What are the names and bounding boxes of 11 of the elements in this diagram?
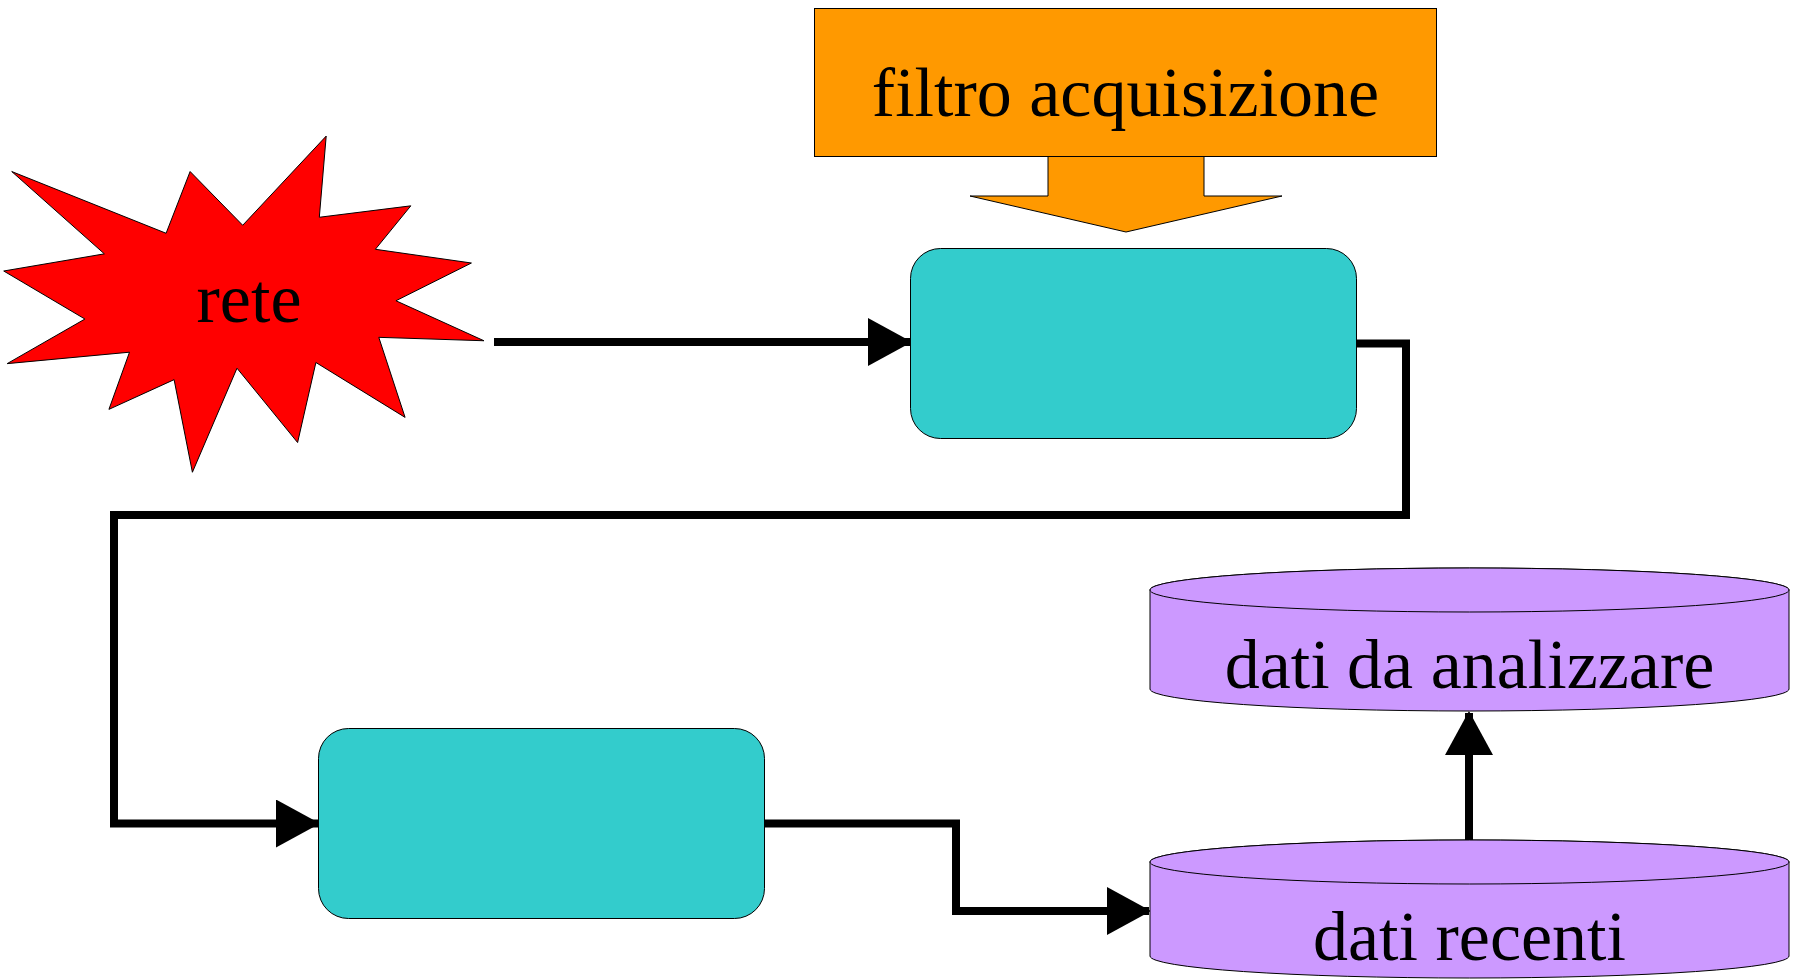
node-label: dati da analizzare xyxy=(1223,630,1716,700)
storage-cylinder xyxy=(1149,568,1790,711)
filter-box xyxy=(814,8,1437,157)
storage-cylinder xyxy=(1149,840,1790,978)
arrow xyxy=(110,339,1410,848)
block-arrow xyxy=(969,156,1283,233)
process-box xyxy=(910,248,1357,439)
node-label: rete xyxy=(195,264,303,334)
process-box xyxy=(318,728,765,919)
node-label: dati recenti xyxy=(1312,902,1627,972)
arrow xyxy=(765,819,1151,935)
